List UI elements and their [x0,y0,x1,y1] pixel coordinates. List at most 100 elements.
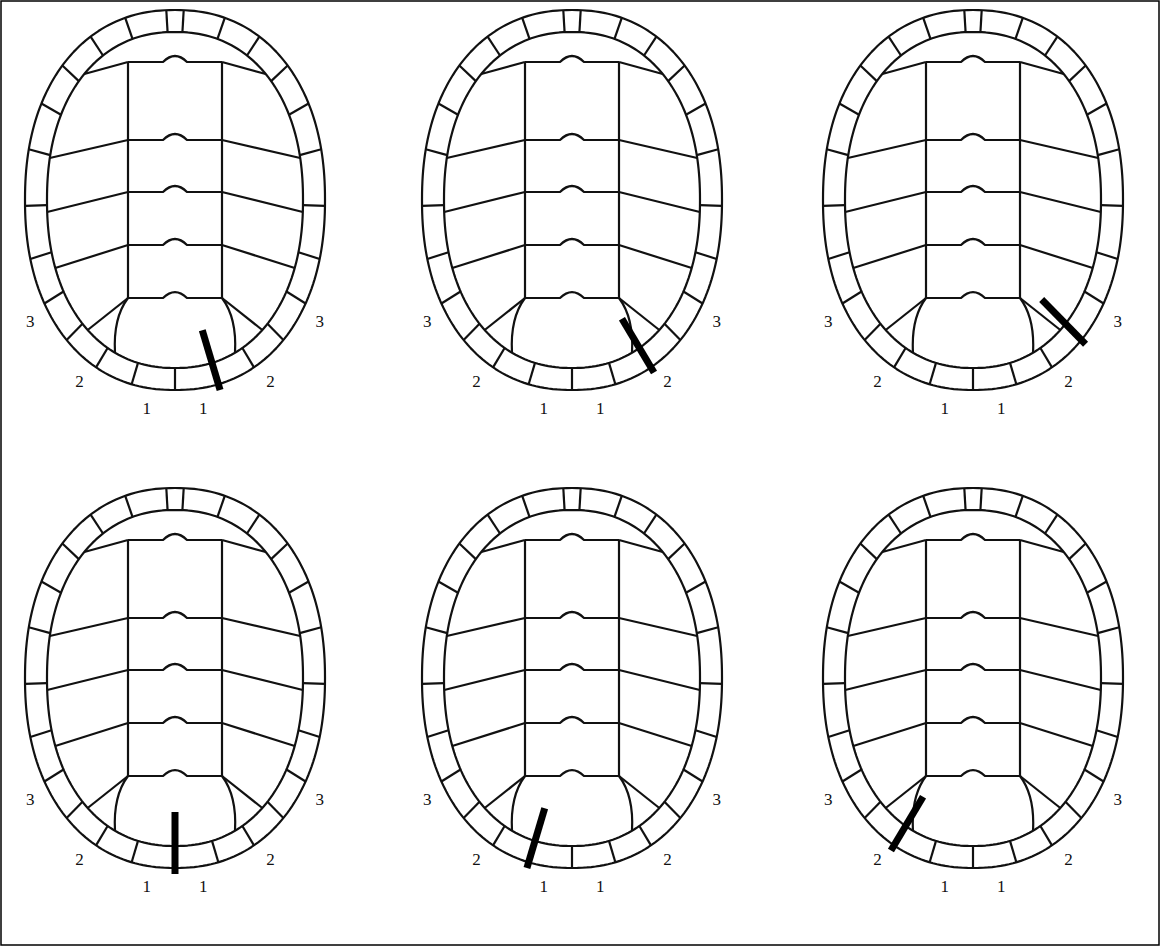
carapace [422,488,722,868]
vertebral-seam [926,56,1020,62]
costal-seam [485,298,525,330]
marginal-seam [300,627,321,633]
marginal-seam [1069,544,1086,560]
vertebral-seam [128,770,222,776]
scute-number: 1 [997,878,1006,895]
notch-mark [202,330,220,390]
scute-number: 3 [26,312,35,329]
vertebral-seam [525,292,619,298]
scute-number: 1 [997,400,1006,417]
marginal-seam [30,252,51,259]
marginal-seam [842,770,861,782]
marginal-seam [488,37,500,56]
marginal-seam [839,582,859,593]
vertebral-seam [926,612,1020,618]
vertebral-seam [524,540,526,776]
scute-number: 3 [824,790,833,807]
vertebral-seam [525,186,619,192]
vertebral-seam [128,56,222,62]
marginal-seam [182,488,183,510]
marginal-seam [91,515,103,534]
marginal-seam [464,324,480,340]
marginal-seam [923,496,930,517]
marginal-seam [422,204,444,207]
costal-seam [882,62,926,74]
marginal-seam [132,363,138,384]
costal-seam [222,618,300,636]
marginal-seam [664,802,680,818]
marginal-seam [44,292,63,304]
marginal-seam [865,324,881,340]
marginal-seam [644,515,656,534]
costal-seam [222,670,303,690]
vertebral-seam [525,664,619,670]
marginal-seam [182,10,183,32]
scute-number: 2 [663,850,672,867]
marginal-seam [298,730,319,737]
marginal-seam [493,348,505,367]
marginal-seam [303,682,325,685]
marginal-seam [1084,770,1103,782]
vertebral-seam [524,62,526,298]
marginal-seam [823,204,845,207]
costal-seam [444,192,525,212]
marginal-seam [96,826,108,845]
marginal-seam [644,37,656,56]
costal-seam [619,618,697,636]
scute-number: 3 [316,312,325,329]
vertebral-seam [926,717,1020,723]
marginal-seam [1065,802,1081,818]
vertebral-seam [512,776,632,831]
costal-seam [882,540,926,552]
marginal-seam [441,770,460,782]
vertebral-seam [128,239,222,245]
marginal-seam [614,18,621,39]
marginal-seam [41,582,61,593]
marginal-seam [289,582,309,593]
vertebral-seam [618,62,620,298]
vertebral-seam [128,717,222,723]
scute-number: 2 [75,372,84,389]
marginal-seam [964,488,965,510]
marginal-seam [828,252,849,259]
marginal-seam [609,841,615,862]
marginal-seam [668,544,685,560]
marginal-seam [427,730,448,737]
scute-number: 3 [1114,790,1123,807]
marginal-seam [571,368,573,390]
marginal-seam [29,149,50,155]
marginal-seam [1010,841,1016,862]
costal-seam [222,540,266,552]
costal-seam [619,62,663,74]
marginal-seam [427,252,448,259]
marginal-seam [695,252,716,259]
carapace [823,488,1123,868]
marginal-seam [930,363,936,384]
marginal-seam [563,10,564,32]
marginal-seam [303,204,325,207]
carapace-outline [25,488,325,868]
marginal-seam [1096,252,1117,259]
scute-number: 2 [266,850,275,867]
costal-seam [447,618,525,636]
marginal-seam [1045,37,1057,56]
scute-number: 2 [873,372,882,389]
costal-seam [222,245,295,268]
costal-seam [50,618,128,636]
scute-number: 3 [423,312,432,329]
costal-seam [1020,62,1064,74]
vertebral-seam [127,62,129,298]
notch-mark [1042,300,1086,345]
marginal-seam [247,515,259,534]
vertebral-seam [913,776,1033,831]
vertebral-seam [525,612,619,618]
marginal-seam [267,802,283,818]
marginal-seam [464,802,480,818]
marginal-seam [865,802,881,818]
costal-seam [485,776,525,808]
scute-number: 3 [423,790,432,807]
costal-seam [619,670,700,690]
marginal-seam [923,18,930,39]
marginal-seam [62,66,79,82]
